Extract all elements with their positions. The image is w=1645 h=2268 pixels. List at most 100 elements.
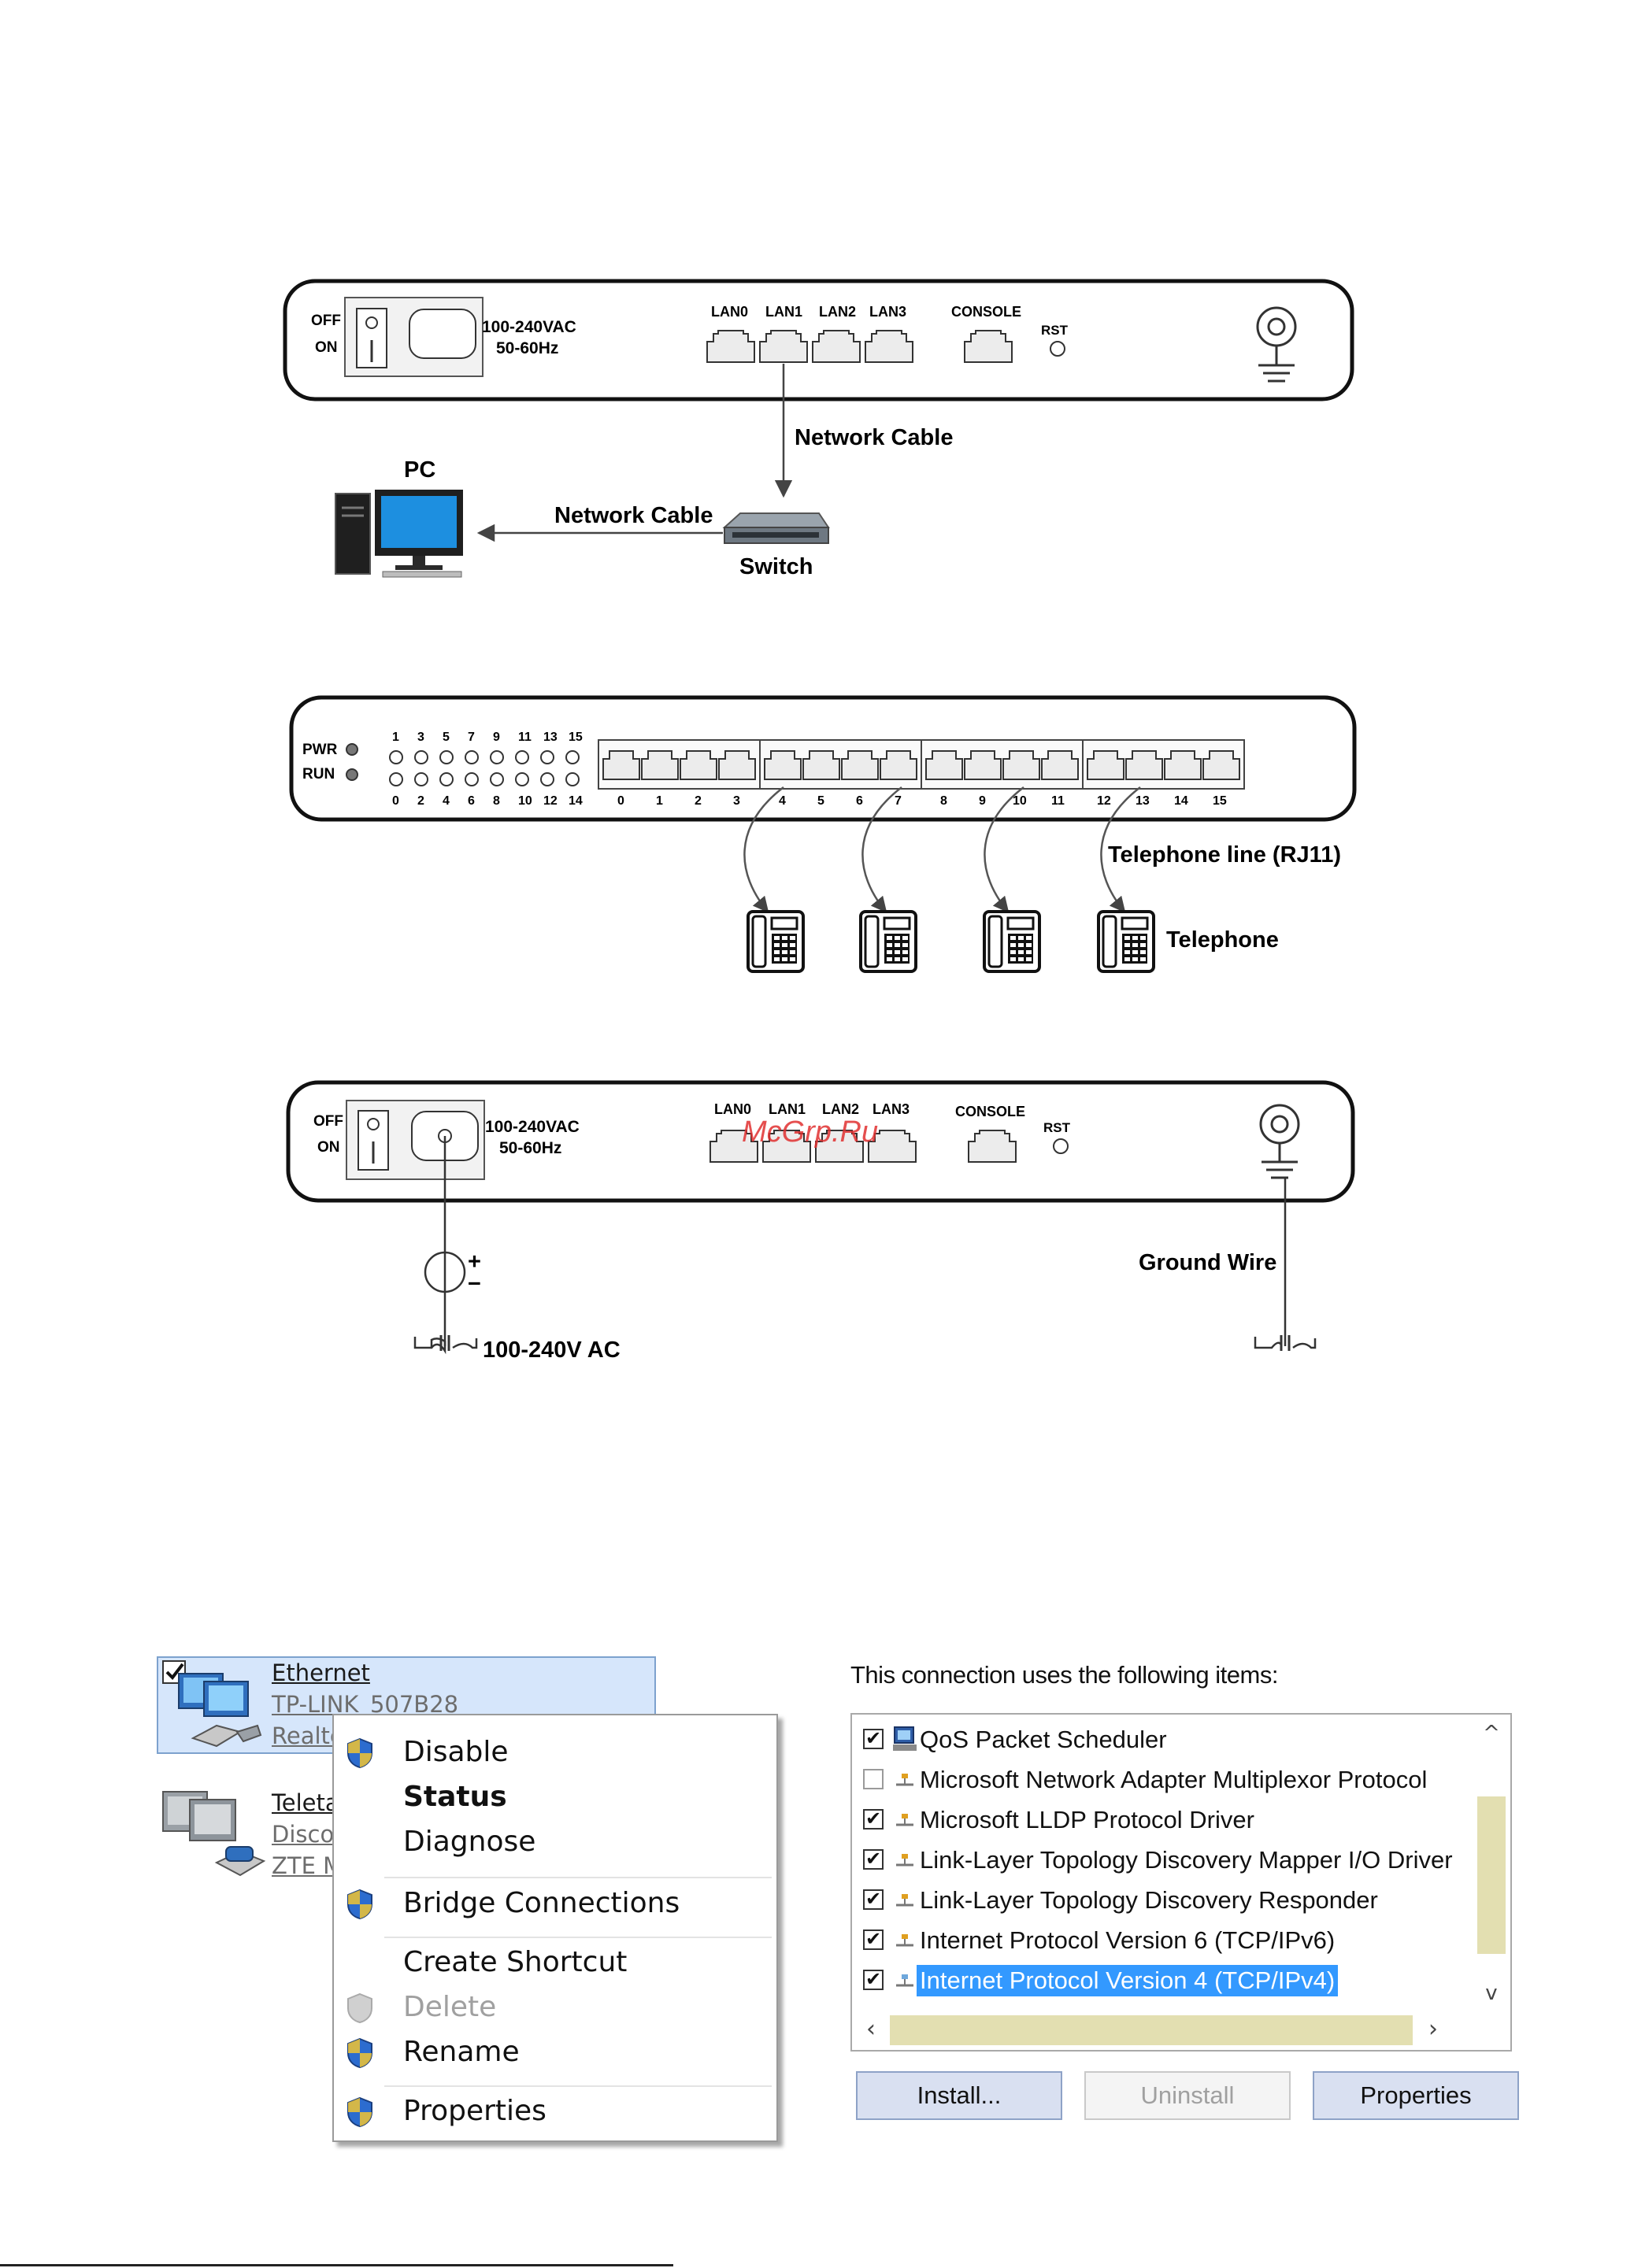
telephone-icon (983, 910, 1041, 973)
connection-status: Disco (272, 1821, 335, 1848)
port-number: 9 (979, 794, 986, 808)
console-port (964, 330, 1013, 363)
scroll-down-icon[interactable]: v (1485, 1981, 1498, 2005)
port-number: 1 (656, 794, 663, 808)
item-label: Internet Protocol Version 6 (TCP/IPv6) (920, 1926, 1336, 1954)
lan-port-label: LAN3 (869, 304, 906, 320)
console-label: CONSOLE (955, 1104, 1025, 1119)
lan-port-label: LAN2 (819, 304, 856, 320)
port-number: 0 (617, 794, 624, 808)
menu-item-diagnose[interactable]: Diagnose (403, 1826, 536, 1858)
shield-icon (347, 2096, 372, 2128)
scroll-thumb[interactable] (1477, 1796, 1506, 1954)
status-led (439, 750, 454, 764)
item-label: Internet Protocol Version 4 (TCP/IPv4) (917, 1965, 1339, 1996)
port-number: 14 (1174, 794, 1188, 808)
status-led (465, 772, 479, 786)
switch-off-label: OFF (313, 1113, 343, 1130)
network-protocol-icon (896, 1814, 913, 1826)
led-number-top: 3 (417, 731, 424, 744)
properties-header: This connection uses the following items… (850, 1661, 1278, 1689)
port-number: 11 (1051, 794, 1065, 808)
console-label: CONSOLE (951, 304, 1021, 320)
port-number: 6 (856, 794, 863, 808)
vertical-scrollbar[interactable]: ^ v (1476, 1718, 1507, 2009)
switch-icon (722, 512, 830, 544)
scroll-thumb[interactable] (890, 2015, 1413, 2045)
port-number: 3 (733, 794, 740, 808)
ground-terminal-icon (1259, 1104, 1300, 1179)
item-checkbox[interactable]: ✔ (863, 1970, 884, 1990)
menu-item-status[interactable]: Status (403, 1781, 507, 1813)
status-led (540, 750, 554, 764)
item-checkbox[interactable]: ✔ (863, 1889, 884, 1910)
status-led (389, 750, 403, 764)
properties-button[interactable]: Properties (1313, 2071, 1519, 2120)
connection-device: Realte (272, 1722, 344, 1749)
led-number-top: 5 (443, 731, 450, 744)
lan-port (812, 330, 861, 363)
ground-terminal-icon (1256, 306, 1297, 383)
item-checkbox[interactable]: ✔ (863, 1849, 884, 1870)
network-protocol-icon (896, 1934, 913, 1947)
diagram-power-ground: OFF ON 100-240VAC 50-60Hz LAN0 LAN1 LAN2… (286, 1080, 1355, 1363)
dialup-connection[interactable]: Teleta Disco ZTE M (272, 1787, 343, 1881)
item-checkbox[interactable]: ✔ (863, 1729, 884, 1749)
connection-name[interactable]: Teleta (272, 1789, 339, 1816)
menu-item-properties[interactable]: Properties (403, 2095, 546, 2127)
lan-port-label: LAN1 (765, 304, 802, 320)
power-frequency: 50-60Hz (499, 1139, 561, 1157)
power-rating: 100-240VAC (482, 318, 576, 336)
scroll-left-icon[interactable]: ‹ (866, 2015, 876, 2043)
lan-port (865, 330, 913, 363)
menu-separator (384, 1937, 772, 1938)
status-led (414, 772, 428, 786)
led-number-bottom: 6 (468, 794, 475, 808)
menu-item-disable[interactable]: Disable (403, 1736, 509, 1768)
watermark: McGrp.Ru (742, 1116, 878, 1149)
scroll-right-icon[interactable]: › (1428, 2015, 1438, 2043)
item-checkbox[interactable] (863, 1769, 884, 1789)
connection-name[interactable]: Ethernet (272, 1659, 370, 1686)
pc-icon (335, 490, 463, 578)
lan-port (706, 330, 755, 363)
item-label: QoS Packet Scheduler (920, 1726, 1167, 1753)
port-number: 7 (895, 794, 902, 808)
shield-icon (347, 1992, 372, 2024)
ac-source-icon (424, 1251, 466, 1293)
led-number-top: 15 (569, 731, 583, 744)
item-label: Link-Layer Topology Discovery Responder (920, 1886, 1378, 1914)
item-label: Microsoft Network Adapter Multiplexor Pr… (920, 1766, 1428, 1793)
power-socket (409, 309, 476, 359)
menu-item-create-shortcut[interactable]: Create Shortcut (403, 1946, 628, 1978)
status-led (389, 772, 403, 786)
page-bottom-rule (0, 2264, 673, 2266)
lan-port (759, 330, 808, 363)
plus-sign: + (468, 1249, 481, 1275)
earth-symbol-icon (1254, 1335, 1317, 1351)
menu-item-delete: Delete (403, 1991, 497, 2023)
shield-icon (347, 1889, 372, 1920)
port-number: 2 (695, 794, 702, 808)
item-checkbox[interactable]: ✔ (863, 1929, 884, 1950)
menu-item-bridge-connections[interactable]: Bridge Connections (403, 1887, 680, 1919)
lan-port-label: LAN0 (711, 304, 748, 320)
power-rating: 100-240VAC (485, 1118, 580, 1136)
horizontal-scrollbar[interactable]: ‹ › (855, 2012, 1469, 2047)
install-button[interactable]: Install... (856, 2071, 1062, 2120)
telephone-icon (747, 910, 805, 973)
menu-item-rename[interactable]: Rename (403, 2036, 520, 2068)
telephone-label: Telephone (1166, 927, 1279, 953)
led-number-top: 1 (392, 731, 399, 744)
status-led (490, 772, 504, 786)
status-led (565, 750, 580, 764)
dialup-modem-icon (162, 1791, 266, 1877)
item-checkbox[interactable]: ✔ (863, 1809, 884, 1830)
ethernet-connection[interactable]: Ethernet TP-LINK_507B28 Realte (272, 1657, 458, 1752)
scroll-up-icon[interactable]: ^ (1483, 1722, 1500, 1745)
status-led (414, 750, 428, 764)
status-led (439, 772, 454, 786)
